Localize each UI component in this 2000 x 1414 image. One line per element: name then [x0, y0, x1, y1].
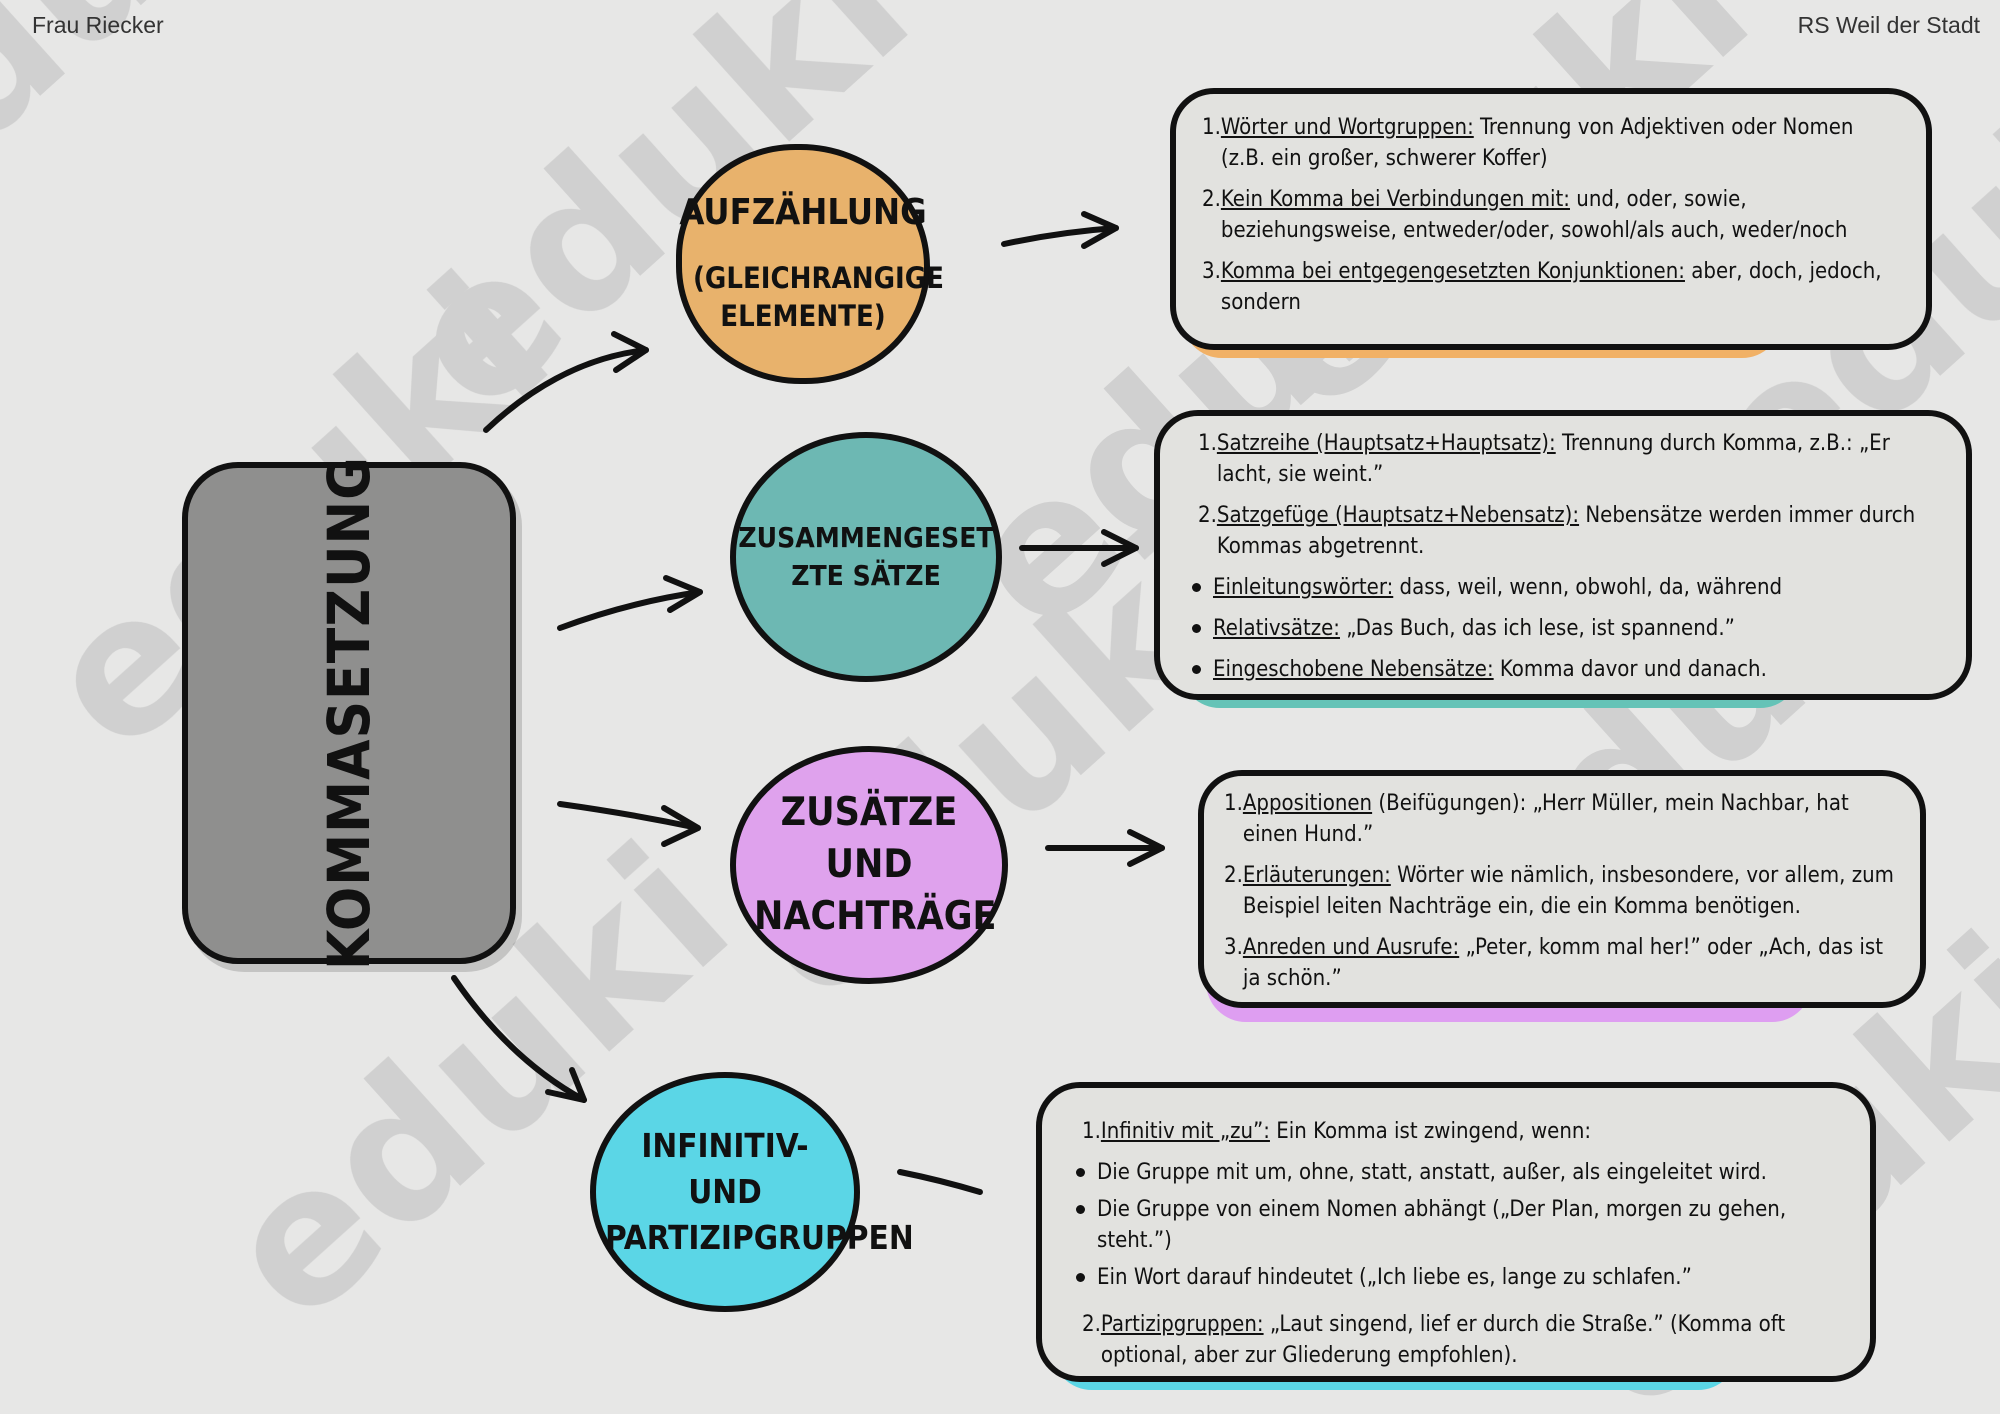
rule-text: „Laut singend, lief er durch die Straße.…	[1100, 1312, 1786, 1368]
rule-text: Wörter wie nämlich, insbesondere, vor al…	[1242, 863, 1894, 919]
bullet-item: Die Gruppe von einem Nomen abhängt („Der…	[1076, 1194, 1850, 1256]
arrowhead	[545, 1067, 587, 1103]
rule-text: Trennung von Adjektiven oder Nomen (z.B.…	[1220, 115, 1854, 171]
arrow-to-infinitiv	[451, 975, 587, 1103]
category-circle-infinitiv-partizip: INFINITIV- UND PARTIZIPGRUPPEN	[590, 1072, 914, 1312]
category-circle-aufzaehlung: AUFZÄHLUNG (GLEICHRANGIGE ELEMENTE)	[676, 144, 944, 384]
rule-label: Kein Komma bei Verbindungen mit:	[1220, 187, 1570, 212]
rule-label: Komma bei entgegengesetzten Konjunktione…	[1220, 259, 1685, 284]
rule-number: 2.	[1202, 187, 1221, 212]
arrowhead	[611, 331, 649, 373]
rule-text: Trennung durch Komma, z.B.: „Er lacht, s…	[1216, 431, 1890, 487]
rule-number: 2.	[1082, 1312, 1101, 1337]
main-topic-box: KOMMASETZUNG	[182, 456, 516, 970]
arrowhead	[663, 575, 703, 613]
bullet-label: Relativsätze:	[1213, 616, 1340, 641]
bullet-dot	[1076, 1205, 1085, 1214]
bullet-item: Relativsätze: „Das Buch, das ich lese, i…	[1192, 613, 1946, 644]
category-circle-zusammengesetzte-saetze: ZUSAMMENGESETZTE SÄTZE	[730, 432, 1002, 682]
rule-item: 1. Appositionen (Beifügungen): „Herr Mül…	[1224, 788, 1900, 850]
bullet-item: Eingeschobene Nebensätze: Komma davor un…	[1192, 654, 1946, 685]
bullet-label: Eingeschobene Nebensätze:	[1213, 657, 1494, 682]
rules-box-zusaetze: 1. Appositionen (Beifügungen): „Herr Mül…	[1198, 770, 1926, 1008]
rule-number: 3.	[1202, 259, 1221, 284]
rule-number: 3.	[1224, 935, 1243, 960]
bullet-label: Einleitungswörter:	[1213, 575, 1394, 600]
category-title: INFINITIV- UND PARTIZIPGRUPPEN	[605, 1126, 914, 1257]
arrowhead	[1127, 829, 1165, 867]
rule-number: 1.	[1224, 791, 1243, 816]
rule-item: 2. Partizipgruppen: „Laut singend, lief …	[1082, 1309, 1850, 1371]
rule-label: Satzgefüge (Hauptsatz+Nebensatz):	[1216, 503, 1580, 528]
author-name: Frau Riecker	[32, 12, 164, 38]
rule-label: Wörter und Wortgruppen:	[1220, 115, 1474, 140]
rule-text: „Peter, komm mal her!” oder „Ach, das is…	[1242, 935, 1884, 991]
school-name: RS Weil der Stadt	[1797, 12, 1980, 38]
arrow-to-box4	[897, 1169, 983, 1195]
arrow-to-zusammengesetzte	[557, 589, 703, 631]
bullet-dot	[1076, 1168, 1085, 1177]
rule-number: 1.	[1202, 115, 1221, 140]
bullet-dot	[1192, 665, 1201, 674]
rule-text: Nebensätze werden immer durch Kommas abg…	[1216, 503, 1916, 559]
rules-box-zusammengesetzte-saetze: 1. Satzreihe (Hauptsatz+Hauptsatz): Tren…	[1154, 410, 1972, 700]
arrow-to-zusaetze	[557, 801, 701, 831]
bullet-dot	[1076, 1273, 1085, 1282]
bullet-item: Ein Wort darauf hindeutet („Ich liebe es…	[1076, 1262, 1850, 1293]
arrowhead	[661, 805, 701, 847]
rule-label: Appositionen	[1242, 791, 1373, 816]
rule-label: Erläuterungen:	[1242, 863, 1391, 888]
category-title: AUFZÄHLUNG	[679, 192, 927, 233]
category-subtitle: (GLEICHRANGIGE ELEMENTE)	[693, 261, 944, 333]
rule-number: 2.	[1198, 503, 1217, 528]
rule-label: Satzreihe (Hauptsatz+Hauptsatz):	[1216, 431, 1556, 456]
main-topic-title: KOMMASETZUNG	[315, 456, 383, 970]
arrowhead	[1081, 211, 1119, 249]
rules-box-aufzaehlung: 1. Wörter und Wortgruppen: Trennung von …	[1170, 88, 1932, 350]
category-title: ZUSAMMENGESETZTE SÄTZE	[738, 521, 994, 592]
bullet-text: Die Gruppe mit um, ohne, statt, anstatt,…	[1097, 1160, 1767, 1185]
rule-item: 1. Satzreihe (Hauptsatz+Hauptsatz): Tren…	[1198, 428, 1946, 490]
rule-item: 1. Wörter und Wortgruppen: Trennung von …	[1202, 112, 1896, 174]
arrow-to-box1	[1001, 225, 1119, 247]
rule-item: 3. Komma bei entgegengesetzten Konjunkti…	[1202, 256, 1896, 318]
bullet-text: dass, weil, wenn, obwohl, da, während	[1393, 575, 1783, 600]
rule-item: 2. Erläuterungen: Wörter wie nämlich, in…	[1224, 860, 1900, 922]
bullet-item: Die Gruppe mit um, ohne, statt, anstatt,…	[1076, 1157, 1850, 1188]
bullet-dot	[1192, 624, 1201, 633]
rule-text: Ein Komma ist zwingend, wenn:	[1269, 1119, 1592, 1144]
arrowhead	[1101, 529, 1139, 567]
category-circle-zusaetze-nachtraege: ZUSÄTZE UND NACHTRÄGE	[730, 746, 1008, 984]
bullet-text: Ein Wort darauf hindeutet („Ich liebe es…	[1097, 1265, 1692, 1290]
bullet-dot	[1192, 583, 1201, 592]
rule-text: (Beifügungen): „Herr Müller, mein Nachba…	[1242, 791, 1849, 847]
bullet-text: „Das Buch, das ich lese, ist spannend.”	[1339, 616, 1735, 641]
rule-number: 1.	[1082, 1119, 1101, 1144]
rule-item: 1. Infinitiv mit „zu”: Ein Komma ist zwi…	[1082, 1116, 1850, 1147]
bullet-item: Einleitungswörter: dass, weil, wenn, obw…	[1192, 572, 1946, 603]
rule-number: 2.	[1224, 863, 1243, 888]
bullet-text: Komma davor und danach.	[1493, 657, 1767, 682]
rule-item: 3. Anreden und Ausrufe: „Peter, komm mal…	[1224, 932, 1900, 994]
rule-label: Infinitiv mit „zu”:	[1100, 1119, 1270, 1144]
bullet-text: Die Gruppe von einem Nomen abhängt („Der…	[1097, 1197, 1787, 1253]
rule-text: aber, doch, jedoch, sondern	[1220, 259, 1882, 315]
arrow-to-aufzaehlung	[483, 347, 649, 433]
rule-label: Anreden und Ausrufe:	[1242, 935, 1460, 960]
rule-number: 1.	[1198, 431, 1217, 456]
rule-item: 2. Satzgefüge (Hauptsatz+Nebensatz): Neb…	[1198, 500, 1946, 562]
rule-label: Partizipgruppen:	[1100, 1312, 1264, 1337]
rules-box-infinitiv-partizip: 1. Infinitiv mit „zu”: Ein Komma ist zwi…	[1036, 1082, 1876, 1382]
category-title: ZUSÄTZE UND NACHTRÄGE	[754, 790, 997, 939]
rule-item: 2. Kein Komma bei Verbindungen mit: und,…	[1202, 184, 1896, 246]
rule-text: und, oder, sowie, beziehungsweise, entwe…	[1220, 187, 1848, 243]
